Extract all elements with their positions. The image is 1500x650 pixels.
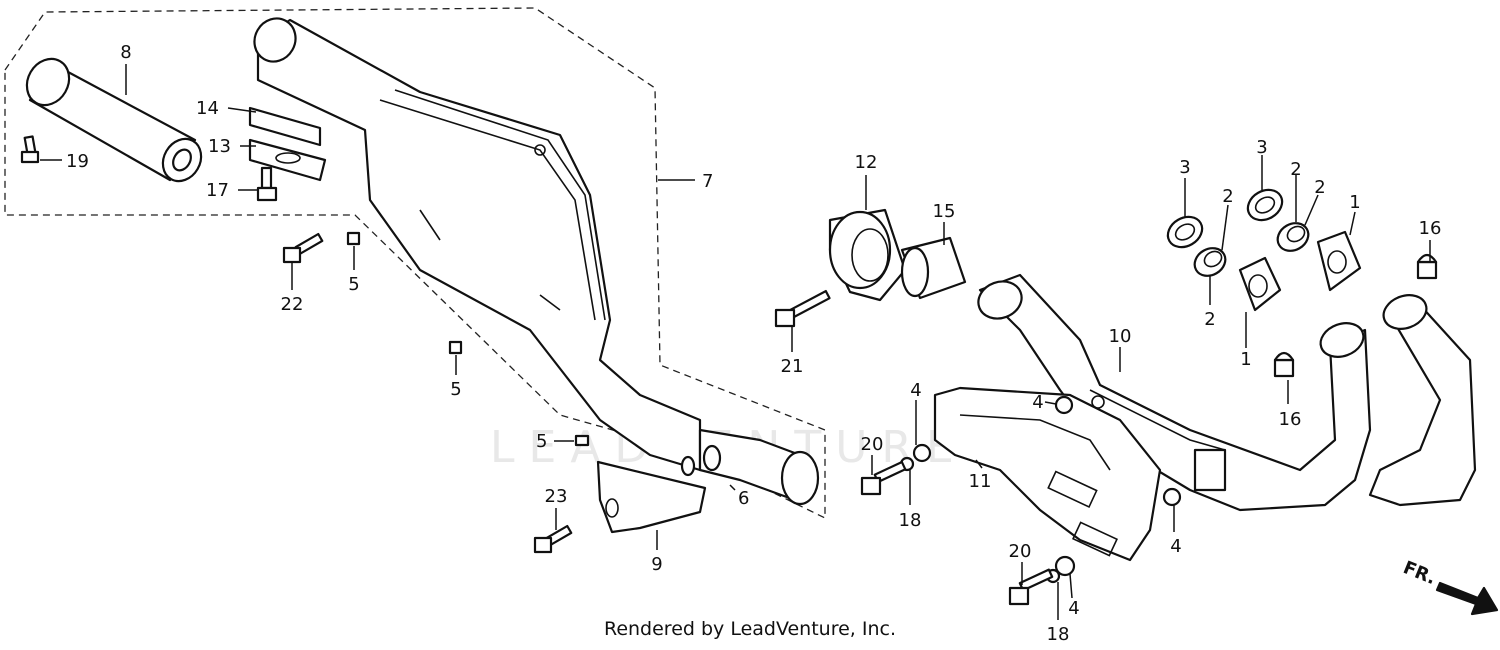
cap-nut-16b-drawing (1273, 351, 1295, 378)
label-part-1a: 1 (1240, 349, 1251, 370)
front-direction-arrow: FR. (1400, 557, 1499, 616)
joint-2b-drawing (1276, 222, 1310, 252)
muffler-tube-drawing (25, 57, 203, 183)
label-part-10: 10 (1109, 326, 1132, 347)
bolt-19-drawing (20, 135, 40, 164)
bolt-23-drawing (533, 524, 573, 554)
bolt-17-drawing (256, 166, 278, 202)
label-part-4c: 4 (1170, 536, 1181, 557)
label-part-11: 11 (969, 471, 992, 492)
gasket-15-drawing (900, 236, 967, 300)
bolt-21-drawing (774, 289, 831, 328)
label-part-17: 17 (206, 180, 229, 201)
muffler-drawing (253, 17, 702, 472)
rubber-4d-drawing (1054, 555, 1076, 577)
label-part-2c: 2 (1290, 159, 1301, 180)
footer-credit: Rendered by LeadVenture, Inc. (603, 618, 897, 640)
label-part-3b: 3 (1256, 137, 1267, 158)
label-part-22: 22 (281, 294, 304, 315)
label-part-2a: 2 (1222, 186, 1233, 207)
label-part-16a: 16 (1419, 218, 1442, 239)
exhaust-pipe-drawing (977, 273, 1477, 512)
collar-3b-drawing (1246, 188, 1284, 222)
joint-2a-drawing (1193, 247, 1227, 277)
label-part-3a: 3 (1179, 157, 1190, 178)
label-part-21: 21 (781, 356, 804, 377)
bracket-9-drawing (596, 460, 707, 534)
leader-lines (40, 64, 1431, 620)
bolt-20a-drawing (860, 460, 907, 496)
label-part-7: 7 (702, 171, 713, 192)
collar-3a-drawing (1166, 215, 1204, 249)
callout-labels: 8 19 14 13 17 7 22 5 5 5 6 9 23 12 15 21… (66, 42, 1441, 645)
label-part-19: 19 (66, 151, 89, 172)
front-direction-label: FR. (1400, 557, 1439, 589)
nut-5c-drawing (574, 434, 590, 447)
label-part-20a: 20 (861, 434, 884, 455)
muffler-outlet-drawing (680, 428, 820, 506)
bolt-22-drawing (282, 232, 324, 264)
nut-5b-drawing (448, 340, 463, 355)
bolt-20b-drawing (1008, 568, 1054, 606)
label-part-18a: 18 (899, 510, 922, 531)
nut-5a-drawing (346, 231, 361, 246)
label-part-15: 15 (933, 201, 956, 222)
label-part-12: 12 (855, 152, 878, 173)
label-part-5c: 5 (536, 431, 547, 452)
label-part-14: 14 (196, 98, 219, 119)
label-part-4d: 4 (1068, 598, 1079, 619)
muffler-group-outline (4, 7, 826, 520)
label-part-2d: 2 (1314, 177, 1325, 198)
label-part-8: 8 (120, 42, 131, 63)
label-part-1b: 1 (1349, 192, 1360, 213)
label-part-4a: 4 (910, 380, 921, 401)
label-part-23: 23 (545, 486, 568, 507)
label-part-18b: 18 (1047, 624, 1070, 645)
protector-11-drawing (933, 386, 1162, 562)
label-part-2b: 2 (1204, 309, 1215, 330)
label-part-9: 9 (651, 554, 662, 575)
label-part-13: 13 (208, 136, 231, 157)
label-part-20b: 20 (1009, 541, 1032, 562)
label-part-5b: 5 (450, 379, 461, 400)
cap-nut-16a-drawing (1416, 253, 1438, 280)
band-12-drawing (828, 208, 907, 302)
plates-drawing (248, 106, 327, 182)
label-part-16b: 16 (1279, 409, 1302, 430)
rubber-4c-drawing (1162, 487, 1182, 507)
label-part-5a: 5 (348, 274, 359, 295)
label-part-4b: 4 (1032, 392, 1043, 413)
rubber-4a-drawing (912, 443, 932, 463)
flange-1b-drawing (1316, 230, 1362, 292)
rubber-4b-drawing (1054, 395, 1074, 415)
flange-1a-drawing (1238, 256, 1282, 312)
label-part-6: 6 (738, 488, 749, 509)
